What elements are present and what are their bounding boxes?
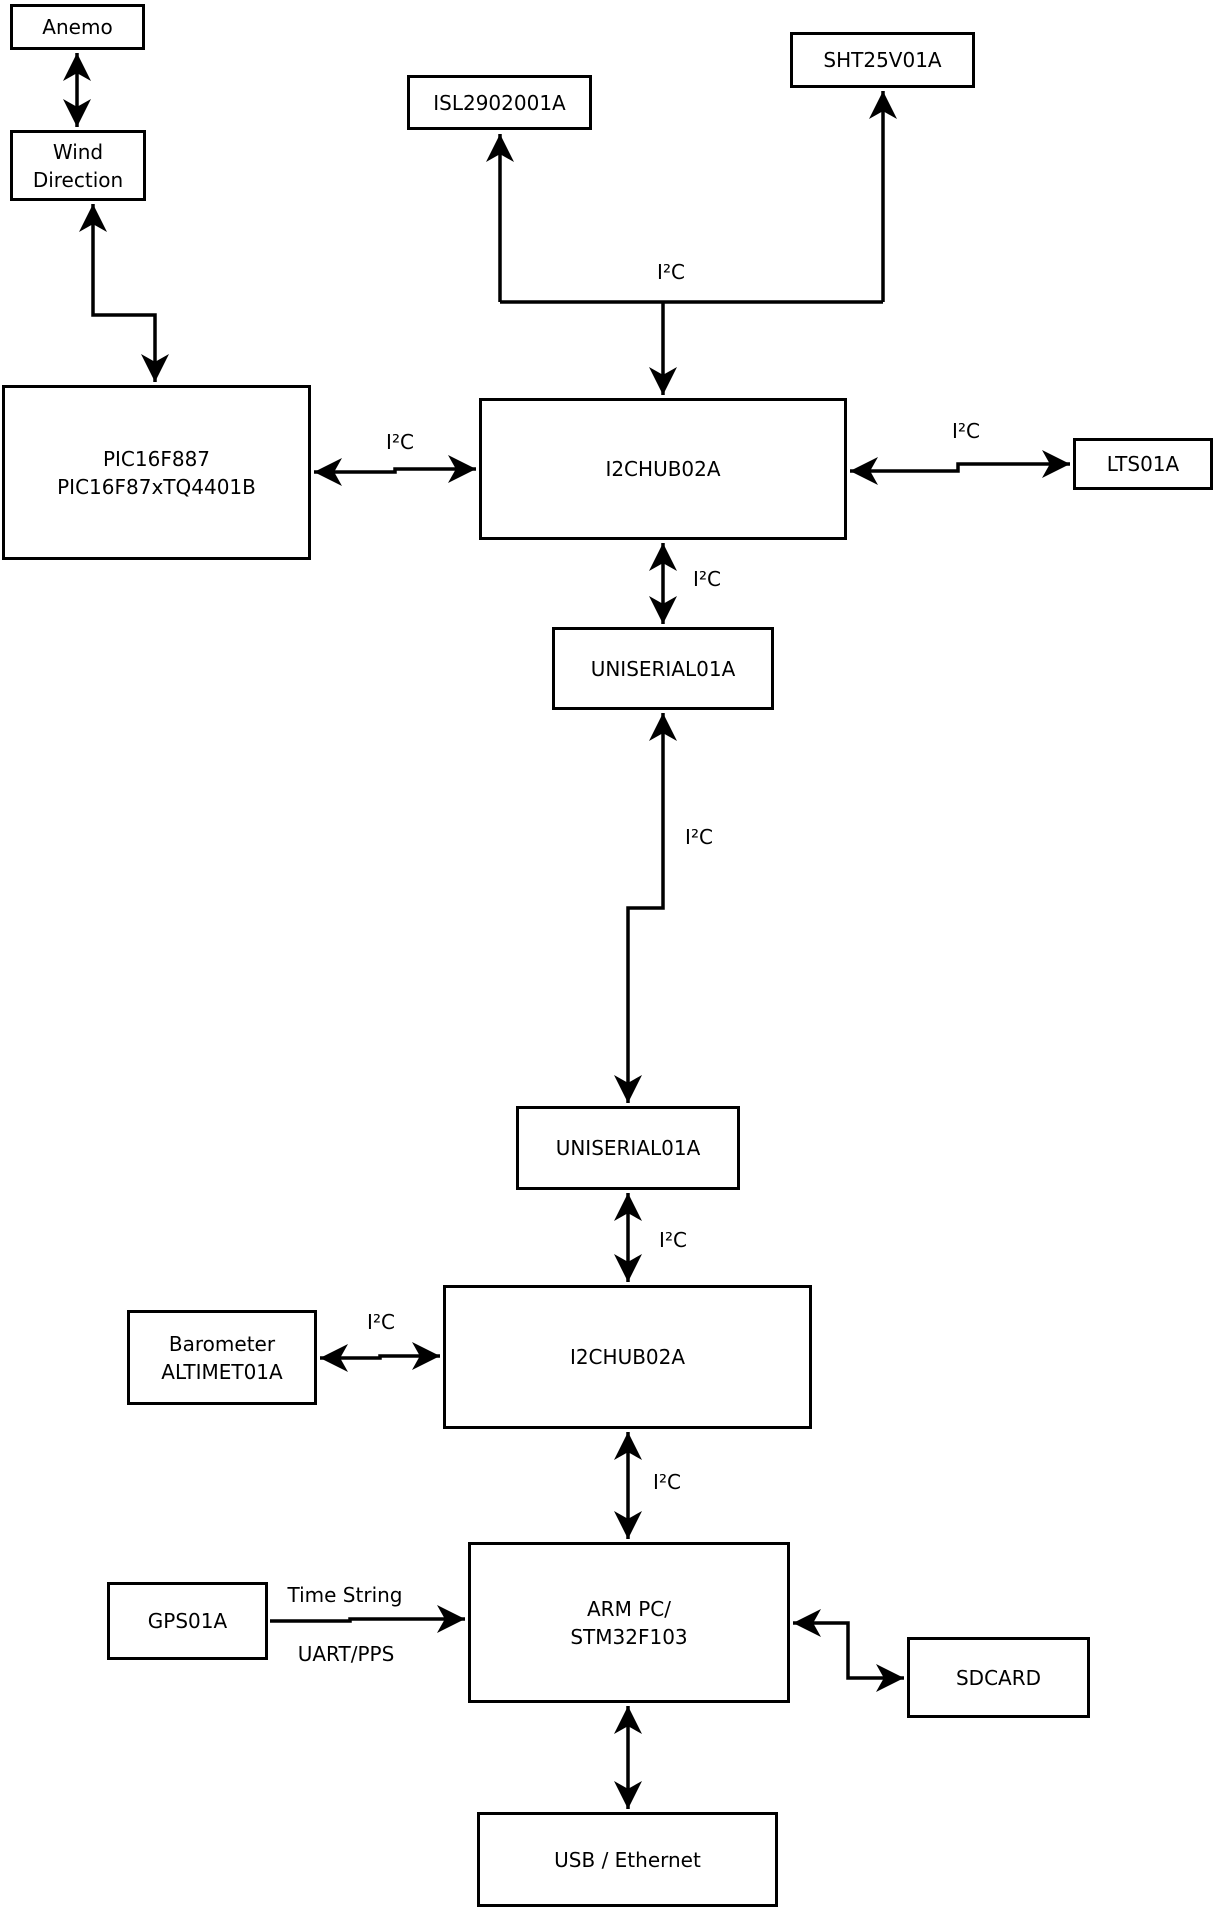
edge-barometer-hub2: [320, 1342, 440, 1372]
edge-pic-hub: [314, 455, 476, 486]
label-i2c-baro-hub2: I²C: [367, 1310, 395, 1334]
label-i2c-hub-uniserial: I²C: [693, 567, 721, 591]
label-i2c-sensor-bus: I²C: [657, 260, 685, 284]
label-i2c-long-link: I²C: [685, 825, 713, 849]
label-uart-pps: UART/PPS: [297, 1642, 395, 1666]
box-lts01a: LTS01A: [1073, 438, 1213, 490]
edge-gps-armpc: [270, 1605, 465, 1633]
box-i2chub02a-top: I2CHUB02A: [479, 398, 847, 540]
box-usb-ethernet: USB / Ethernet: [477, 1812, 778, 1907]
box-i2chub02a-bottom: I2CHUB02A: [443, 1285, 812, 1429]
label-i2c-pic-hub: I²C: [386, 430, 414, 454]
box-barometer-altimet01a: Barometer ALTIMET01A: [127, 1310, 317, 1405]
box-uniserial01a-bottom: UNISERIAL01A: [516, 1106, 740, 1190]
edge-armpc-sdcard: [793, 1609, 904, 1692]
box-pic16f887: PIC16F887 PIC16F87xTQ4401B: [2, 385, 311, 560]
edge-hub-lts: [850, 450, 1070, 485]
edge-uniserial-long-link: [614, 713, 677, 1103]
box-isl2902001a: ISL2902001A: [407, 75, 592, 130]
box-sdcard: SDCARD: [907, 1637, 1090, 1718]
label-i2c-hub-lts: I²C: [952, 419, 980, 443]
label-i2c-uniserial-hub2: I²C: [659, 1228, 687, 1252]
label-time-string: Time String: [287, 1583, 403, 1607]
box-wind-direction: Wind Direction: [10, 130, 146, 201]
box-armpc-stm32f103: ARM PC/ STM32F103: [468, 1542, 790, 1703]
box-anemo: Anemo: [10, 4, 145, 50]
box-gps01a: GPS01A: [107, 1582, 268, 1660]
box-uniserial01a-top: UNISERIAL01A: [552, 627, 774, 710]
label-i2c-hub2-arm: I²C: [653, 1470, 681, 1494]
box-sht25v01a: SHT25V01A: [790, 32, 975, 88]
edge-wind-pic: [79, 204, 169, 382]
